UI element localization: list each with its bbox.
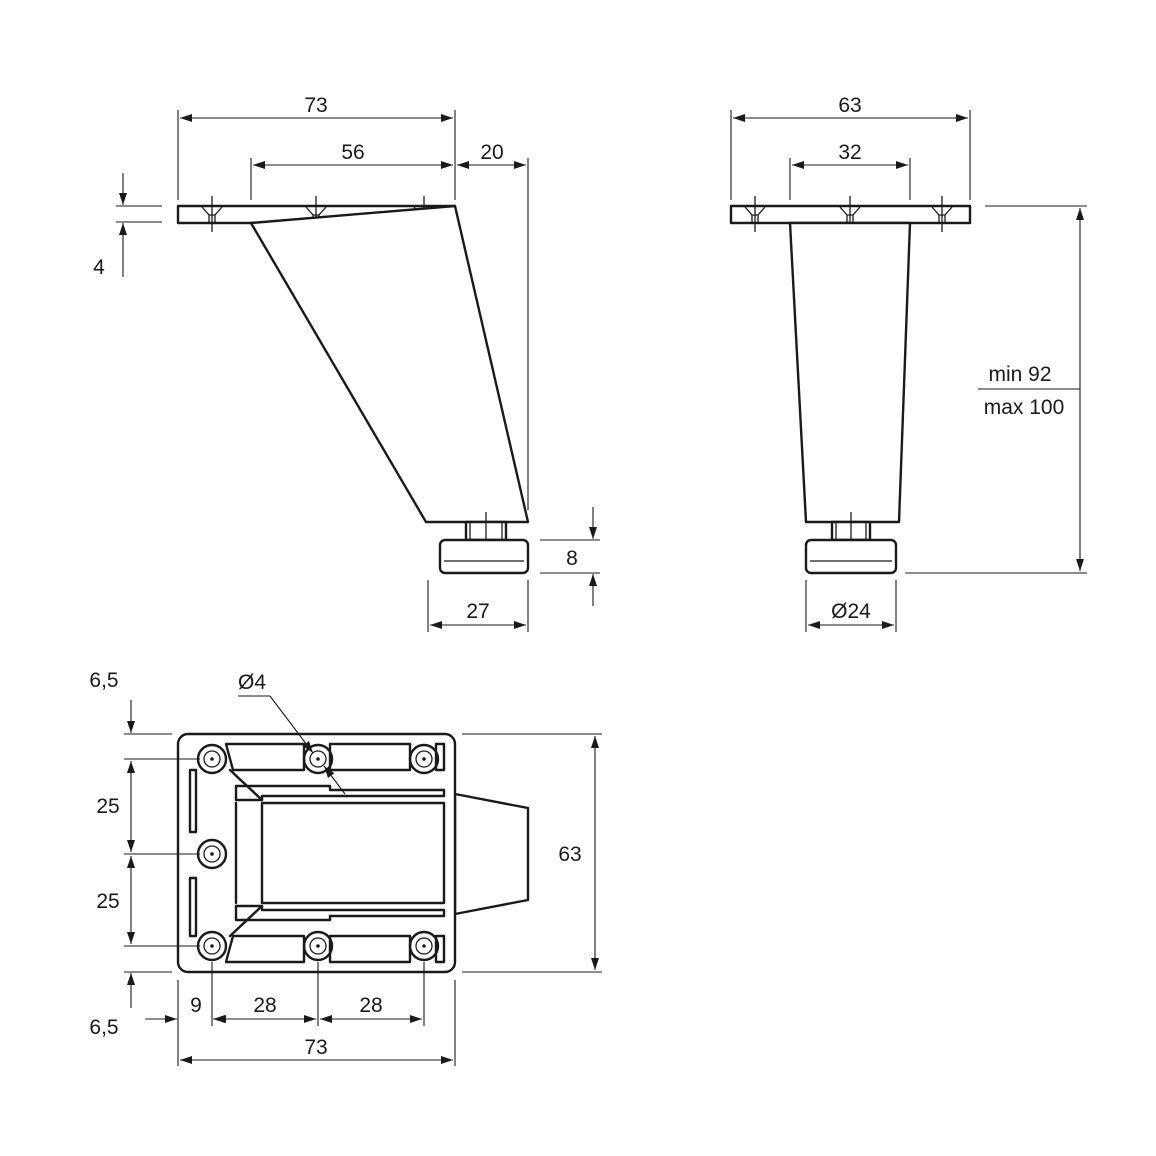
dim-label-overall-length: 73 [304,1036,327,1059]
dim-label: 63 [558,843,581,866]
top-view-leg-outline [453,792,530,916]
dim-label: Ø24 [831,600,871,623]
hole-icon [408,930,440,962]
top-view: Ø4 6,5 25 25 6,5 63 [89,669,602,1066]
dim-top-left-chain: 6,5 25 25 6,5 [89,669,200,1039]
dim-label-max: max 100 [984,396,1065,419]
dim-side-overall-length: 73 [177,94,456,200]
dim-label-pitch-upper: 25 [96,795,119,818]
front-view: 63 32 min 92 max 100 Ø24 [729,94,1087,632]
dim-label-edge-top: 6,5 [89,669,118,692]
dim-label: 32 [838,141,861,164]
hole-icon [302,743,334,775]
dim-top-plate-height: 63 [462,733,602,973]
dim-label-edge-bottom: 6,5 [89,1016,118,1039]
dim-label-min: min 92 [988,363,1051,386]
hole-icon [302,930,334,962]
dim-label: 27 [466,600,489,623]
top-view-ribbing [188,742,446,964]
top-view-plate [176,732,457,974]
dim-label: 4 [93,256,105,279]
dim-side-offset: 20 [457,141,529,510]
hole-icon [408,743,440,775]
front-view-screw-holes [744,196,953,232]
side-view-foot [438,538,530,575]
front-view-foot [804,538,898,575]
side-view-leg-body [249,204,530,524]
front-view-leg-body [788,221,912,524]
dim-label: 56 [341,141,364,164]
dim-label-edge-left: 9 [190,994,202,1017]
dim-top-bottom-chain: 9 28 28 73 [145,962,456,1066]
dim-side-hole-spacing: 56 [250,141,453,200]
side-view: 73 56 20 4 8 [93,94,600,632]
dim-front-plate-width: 63 [730,94,971,200]
dim-label-pitch-left: 28 [253,994,276,1017]
dim-label: 73 [304,94,327,117]
dim-side-plate-thickness: 4 [93,173,162,279]
dim-label: 63 [838,94,861,117]
dim-label-pitch-lower: 25 [96,890,119,913]
dim-front-height: min 92 max 100 [905,205,1087,574]
dim-side-foot-height: 8 [540,507,600,606]
dim-side-foot-width: 27 [427,580,529,632]
dim-label: Ø4 [238,671,266,694]
dim-label-pitch-right: 28 [359,994,382,1017]
dim-label: 8 [566,547,578,570]
dim-top-hole-diameter: Ø4 [238,671,346,795]
dim-front-foot-diameter: Ø24 [805,580,897,632]
dim-front-hole-spacing: 32 [789,141,911,200]
dim-label: 20 [480,141,503,164]
